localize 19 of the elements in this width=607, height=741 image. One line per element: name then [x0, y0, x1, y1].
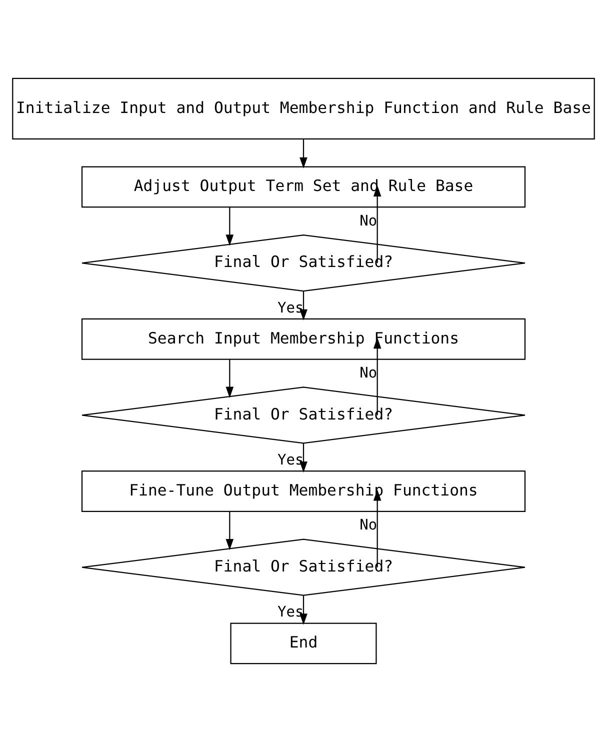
node-box: Search Input Membership Functions	[81, 318, 526, 360]
edge-label: No	[360, 365, 378, 382]
node-box: Fine-Tune Output Membership Functions	[81, 470, 526, 512]
edge-label: Yes	[278, 604, 304, 620]
arrow	[373, 489, 382, 567]
arrow	[373, 336, 382, 415]
arrow	[300, 595, 308, 624]
arrow	[373, 184, 382, 263]
node-box: Initialize Input and Output Membership Function and Rule Base	[12, 77, 595, 139]
arrow	[226, 206, 234, 246]
node-box: End	[230, 622, 377, 664]
arrow	[226, 359, 234, 398]
edge-label: No	[360, 517, 378, 534]
arrow	[226, 511, 234, 550]
arrow	[300, 443, 308, 472]
edge-label: No	[360, 212, 378, 229]
arrow	[300, 138, 308, 168]
edge-label: Yes	[278, 452, 304, 468]
edge-label: Yes	[278, 300, 304, 316]
